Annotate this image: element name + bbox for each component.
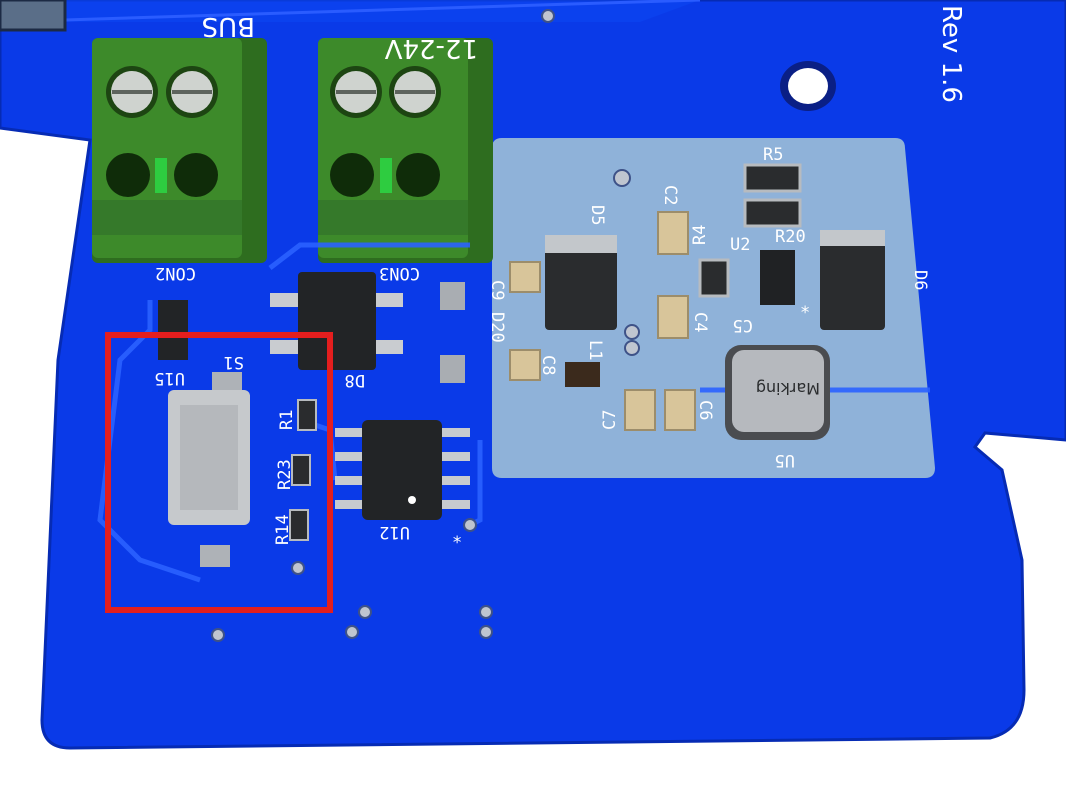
label-r14: R14 xyxy=(273,514,293,545)
revision-label: Rev 1.6 xyxy=(936,5,966,103)
label-d20: D20 xyxy=(487,312,507,343)
label-d6: D6 xyxy=(910,270,930,290)
label-r23: R23 xyxy=(275,459,295,490)
label-d5: D5 xyxy=(587,205,607,225)
con3-top-label: 12-24V xyxy=(384,33,478,63)
label-u2: U2 xyxy=(730,235,750,255)
label-l1: L1 xyxy=(585,340,605,360)
label-u5: U5 xyxy=(775,450,795,470)
label-s1: S1 xyxy=(224,352,244,372)
label-c5: C5 xyxy=(733,315,753,335)
terminal-block-con3 xyxy=(318,38,493,263)
terminal-block-con2 xyxy=(92,38,267,263)
label-r5: R5 xyxy=(763,145,783,165)
pin1-mark-u2: * xyxy=(800,303,810,323)
label-c8: C8 xyxy=(538,355,558,375)
ic-u12 xyxy=(335,420,470,520)
label-u15: U15 xyxy=(154,368,185,388)
con2-top-label: BUS xyxy=(202,11,255,41)
diode-d8 xyxy=(270,272,403,370)
label-r1: R1 xyxy=(277,410,297,430)
highlight-box xyxy=(105,332,333,613)
label-con2: CON2 xyxy=(155,263,196,283)
label-c9: C9 xyxy=(487,280,507,300)
label-r20: R20 xyxy=(775,227,806,247)
label-c6: C6 xyxy=(695,400,715,420)
inductor-u5 xyxy=(725,345,830,440)
label-c4: C4 xyxy=(690,312,710,332)
label-con3: CON3 xyxy=(379,263,420,283)
inductor-marking: Marking xyxy=(756,379,820,398)
label-r4: R4 xyxy=(690,225,710,245)
label-c7: C7 xyxy=(600,410,620,430)
pin1-mark-u12: * xyxy=(452,533,462,553)
label-d8: D8 xyxy=(345,370,365,390)
switch-s1 xyxy=(168,372,250,567)
label-u12: U12 xyxy=(379,522,410,542)
label-c2: C2 xyxy=(660,185,680,205)
